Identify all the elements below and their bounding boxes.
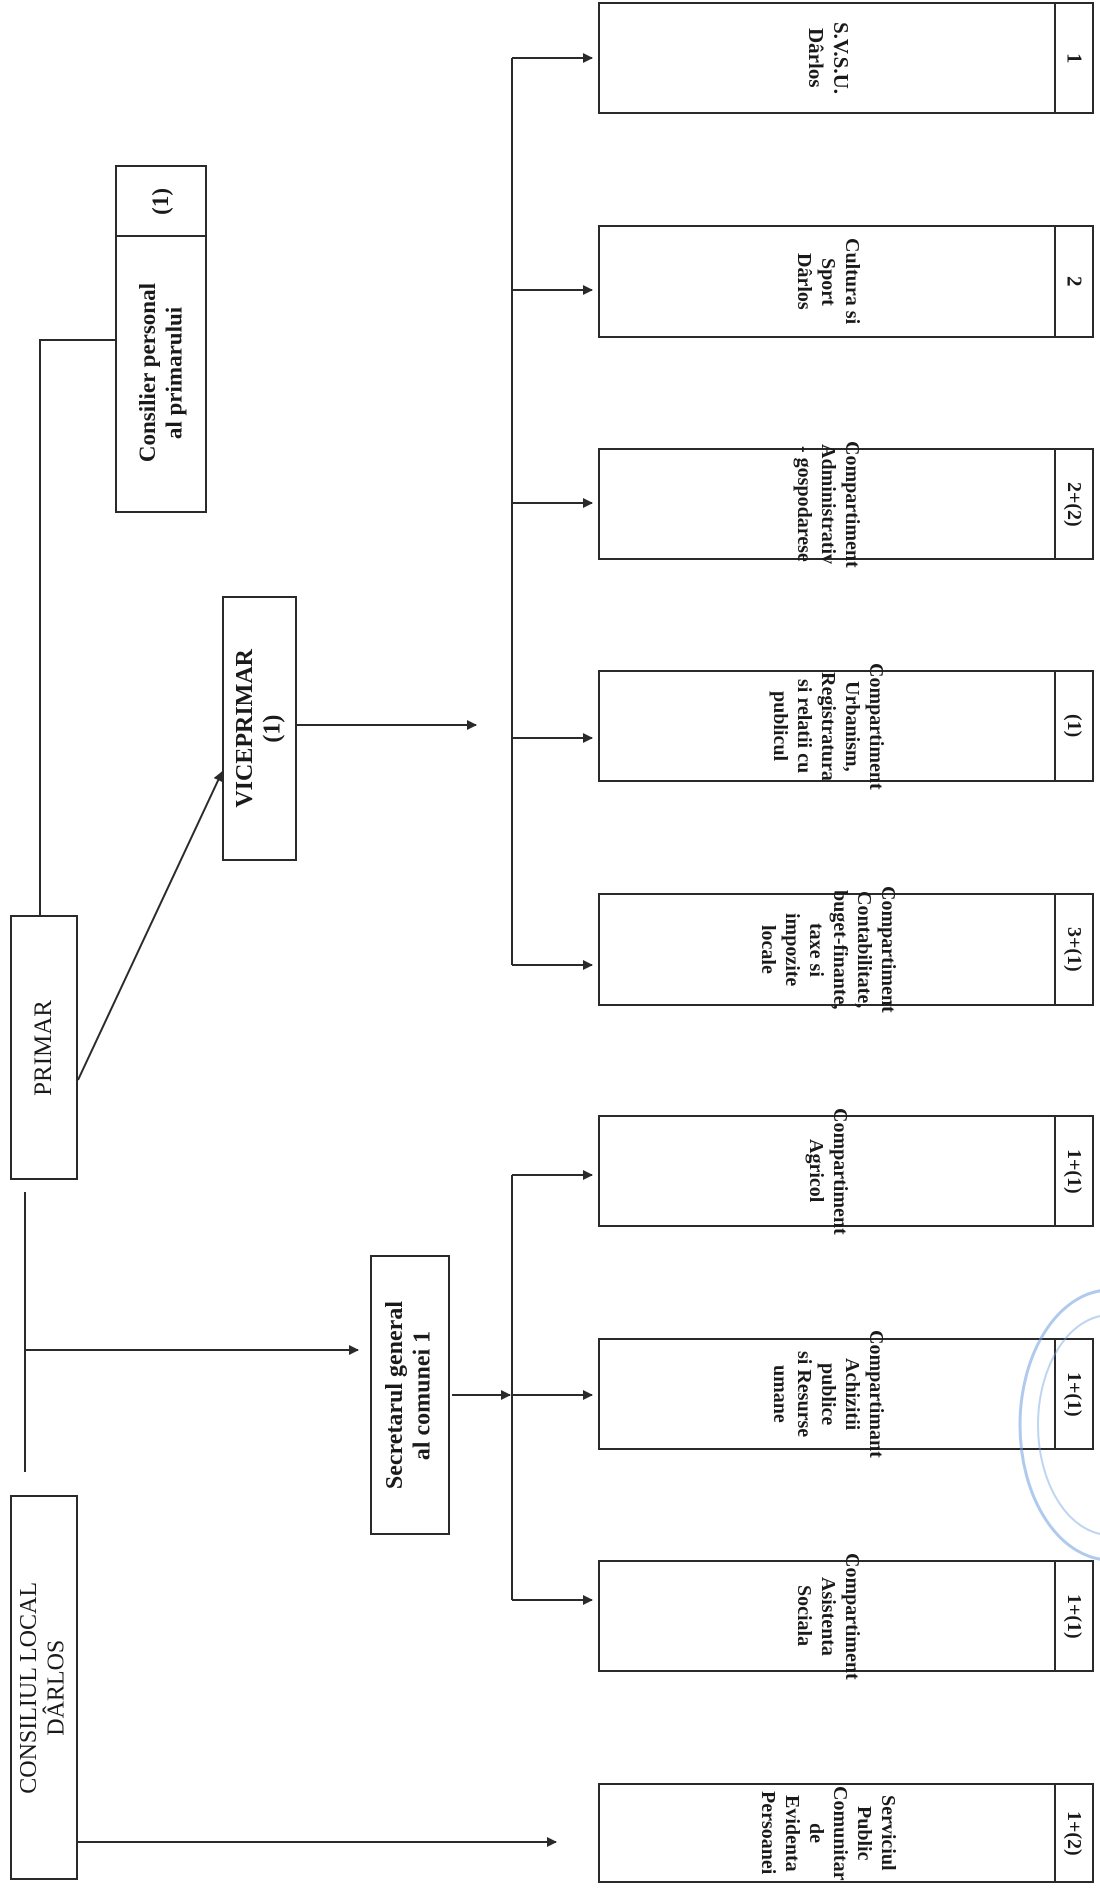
department-count: 1+(1)	[1063, 1148, 1085, 1194]
department-count: 1+(1)	[1063, 1593, 1085, 1639]
connector-primar-viceprimar	[77, 771, 223, 1081]
department-label: Compartiment Administrativ - gospodarese	[793, 440, 863, 568]
viceprimar-box: VICEPRIMAR (1)	[222, 596, 297, 861]
department-label: Serviciul Public Comunitar de Evidenta P…	[757, 1785, 899, 1881]
department-box-cultura: Cultura si Sport Dârlos 2	[598, 225, 1094, 338]
secretar-general-box: Secretarul general al comunei 1	[370, 1255, 450, 1535]
department-label: S.V.S.U. Dârlos	[804, 22, 854, 94]
department-box-urbanism: Compartiment Urbanism, Registratura si r…	[598, 663, 1094, 789]
primar-box: PRIMAR	[10, 915, 78, 1180]
department-count: 1	[1062, 52, 1087, 64]
department-label: Compartimant Achizitii publice si Resurs…	[769, 1330, 887, 1458]
department-box-evidenta: Serviciul Public Comunitar de Evidenta P…	[598, 1783, 1094, 1883]
department-box-agricol: Compartiment Agricol 1+(1)	[598, 1108, 1094, 1234]
department-box-asistenta: Compartiment Asistenta Sociala 1+(1)	[598, 1553, 1094, 1679]
department-count: (1)	[1063, 714, 1085, 738]
department-label: Compartiment Contabilitate, buget-finant…	[757, 886, 899, 1013]
department-label: Compartiment Urbanism, Registratura si r…	[769, 662, 887, 790]
consilier-personal-box: (1) Consilier personal al primarului	[115, 165, 207, 513]
department-label: Compartiment Asistenta Sociala	[793, 1552, 863, 1680]
department-count: 2+(2)	[1063, 481, 1085, 527]
official-stamp-icon	[1018, 1289, 1100, 1561]
department-box-achizitii: Compartimant Achizitii publice si Resurs…	[598, 1330, 1094, 1458]
department-box-svsu: S.V.S.U. Dârlos 1	[598, 2, 1094, 114]
consiliul-local-box: CONSILIUL LOCAL DÂRLOS	[10, 1495, 78, 1880]
consilier-personal-label: Consilier personal al primarului	[134, 283, 186, 463]
department-count: 1+(2)	[1063, 1810, 1085, 1856]
department-label: Cultura si Sport Dârlos	[793, 238, 863, 325]
department-label: Compartiment Agricol	[805, 1107, 851, 1235]
department-count: 3+(1)	[1063, 927, 1085, 972]
consiliul-local-label: CONSILIUL LOCAL DÂRLOS	[16, 1581, 70, 1794]
primar-label: PRIMAR	[29, 999, 57, 1096]
department-count: 1+(1)	[1063, 1371, 1085, 1417]
department-box-contabilitate: Compartiment Contabilitate, buget-finant…	[598, 886, 1094, 1013]
connector-primar-consilier	[39, 339, 115, 915]
viceprimar-label: VICEPRIMAR (1)	[231, 649, 286, 808]
department-count: 2	[1062, 276, 1087, 287]
consilier-personal-count: (1)	[147, 187, 173, 215]
secretar-general-label: Secretarul general al comunei 1	[382, 1300, 436, 1490]
department-box-administrativ: Compartiment Administrativ - gospodarese…	[598, 441, 1094, 567]
